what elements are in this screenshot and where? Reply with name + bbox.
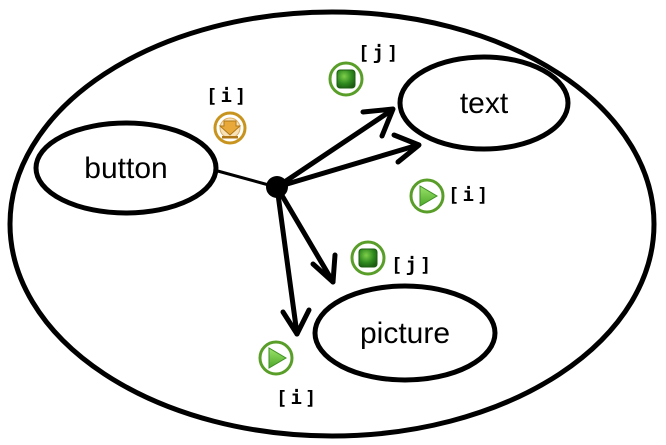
badge-tag-play-bottom: [i] [276,387,319,409]
arrow-to-picture-right [274,184,338,285]
node-picture-label: picture [360,317,450,350]
stop-icon[interactable] [350,240,386,276]
stop-icon[interactable] [328,61,364,97]
arrow-to-picture-left [274,184,312,337]
outer-ellipse [7,9,657,439]
download-icon[interactable] [213,111,247,145]
node-text-label: text [460,87,509,120]
play-icon[interactable] [409,178,445,214]
badge-tag-play-right: [i] [448,184,491,206]
arrow-to-text-lower [274,132,422,190]
node-picture-ellipse[interactable] [312,283,498,383]
node-button-label: button [84,152,167,185]
badge-tag-stop-top: [j] [358,42,401,64]
play-icon[interactable] [258,340,294,376]
node-text-ellipse[interactable] [397,54,571,152]
arrow-to-text-upper [274,106,396,190]
badge-tag-download: [i] [206,85,249,107]
node-button-ellipse[interactable] [33,120,219,216]
button-connector [213,168,277,189]
badge-tag-stop-mid: [j] [391,254,434,276]
